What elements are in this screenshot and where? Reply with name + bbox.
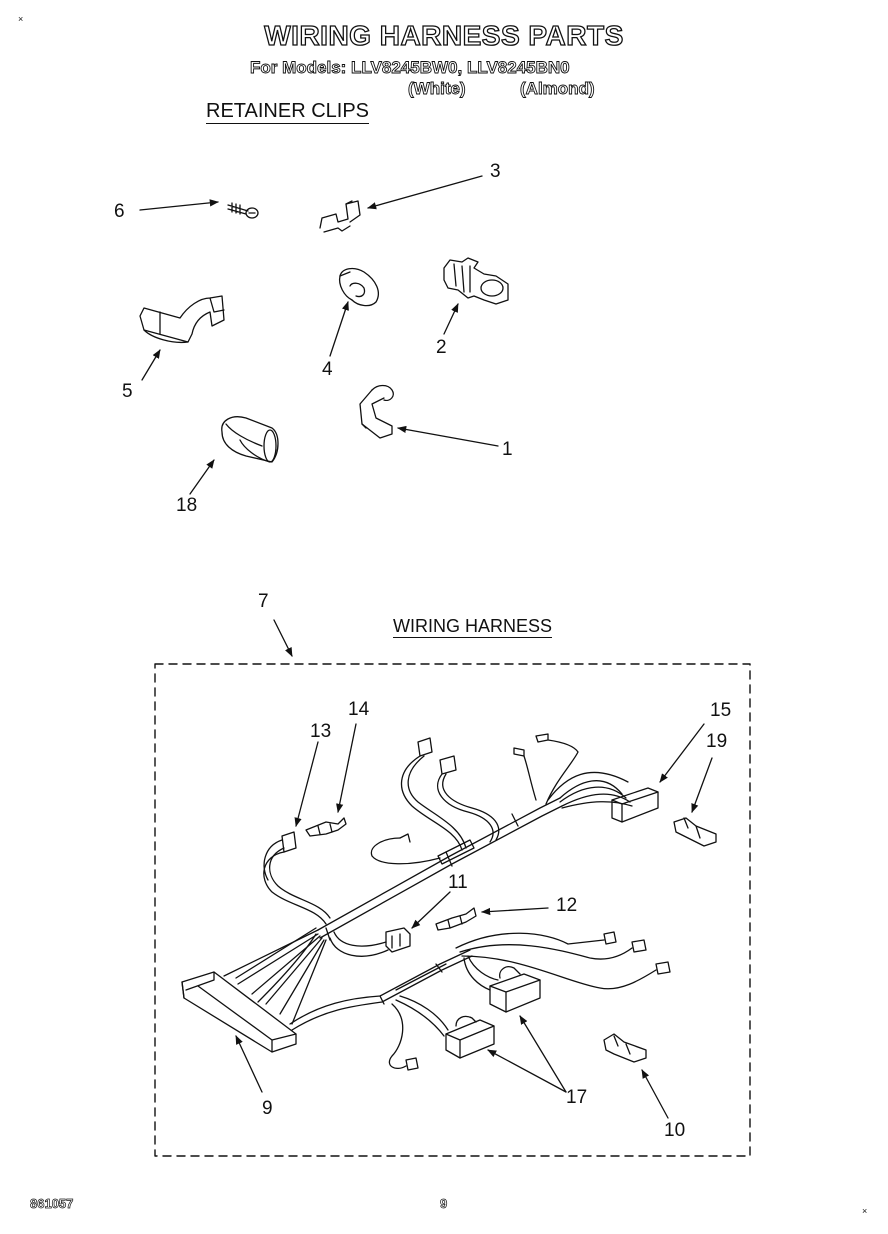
leader-5 (141, 349, 161, 381)
leader-17b (519, 1015, 567, 1093)
part-19-terminal (673, 817, 717, 847)
part-10-terminal (603, 1033, 647, 1063)
part-17-connector-upper (463, 955, 541, 1013)
part-3-clip (319, 200, 361, 233)
callout-17: 17 (566, 1087, 588, 1108)
part-4-ring-clip (338, 267, 379, 307)
callout-7: 7 (258, 591, 269, 612)
corner-mark-top-left: × (18, 14, 24, 24)
leader-12 (481, 907, 549, 916)
callout-12: 12 (556, 895, 578, 916)
part-17-connector-lower (395, 995, 495, 1059)
callout-3: 3 (490, 161, 501, 182)
callout-11: 11 (448, 872, 468, 893)
leader-7 (273, 619, 293, 657)
leader-6 (139, 199, 219, 211)
leader-10 (641, 1069, 669, 1119)
color-almond-label: (Almond) (520, 79, 595, 99)
callout-1: 1 (502, 439, 513, 460)
upper-wire-terminals (513, 733, 579, 805)
part-18-sleeve (221, 416, 279, 463)
part-14-terminal (305, 817, 347, 837)
lower-right-wires (455, 931, 671, 990)
retainer-clips-heading: RETAINER CLIPS (206, 100, 369, 124)
callout-13: 13 (310, 721, 332, 742)
leader-4 (329, 301, 349, 357)
page-number: 9 (440, 1196, 448, 1212)
leader-11 (411, 891, 451, 929)
lower-loop-terminal (388, 1003, 419, 1071)
fan-wires (223, 927, 327, 1025)
leader-2 (443, 303, 459, 335)
color-white-label: (White) (408, 79, 466, 99)
part-11-connector (329, 927, 411, 957)
part-12-terminal (435, 907, 477, 931)
part-2-clip (443, 257, 509, 305)
leader-15 (659, 723, 705, 783)
callout-19: 19 (706, 731, 728, 752)
leader-17a (487, 1049, 567, 1093)
callout-14: 14 (348, 699, 370, 720)
part-5-clip (139, 295, 225, 344)
upper-loop-connectors (370, 737, 500, 865)
part-13-connector (263, 831, 331, 925)
part-6-screw (227, 202, 259, 219)
callout-10: 10 (664, 1120, 686, 1141)
leader-18 (189, 459, 215, 495)
harness-dashed-boundary (154, 663, 751, 1157)
part-1-clip (359, 384, 394, 439)
leader-9 (235, 1035, 263, 1093)
callout-6: 6 (114, 201, 125, 222)
callout-9: 9 (262, 1098, 273, 1119)
part-15-connector (547, 771, 659, 823)
corner-mark-bottom-right: × (862, 1206, 868, 1216)
callout-5: 5 (122, 381, 133, 402)
part-9-connector (181, 971, 297, 1053)
page-title: WIRING HARNESS PARTS (264, 19, 624, 51)
wiring-harness-heading: WIRING HARNESS (393, 616, 553, 638)
harness-trunk (317, 797, 563, 941)
lower-trunk (289, 949, 473, 1031)
callout-15: 15 (710, 700, 732, 721)
leader-19 (691, 757, 713, 813)
callout-2: 2 (436, 337, 447, 358)
document-number: 861057 (30, 1196, 74, 1212)
leader-3 (367, 175, 483, 210)
callout-18: 18 (176, 495, 198, 516)
leader-1 (397, 425, 499, 447)
callout-4: 4 (322, 359, 333, 380)
leader-13 (294, 741, 319, 827)
leader-14 (336, 723, 357, 813)
models-line: For Models: LLV8245BW0, LLV8245BN0 (250, 58, 571, 78)
